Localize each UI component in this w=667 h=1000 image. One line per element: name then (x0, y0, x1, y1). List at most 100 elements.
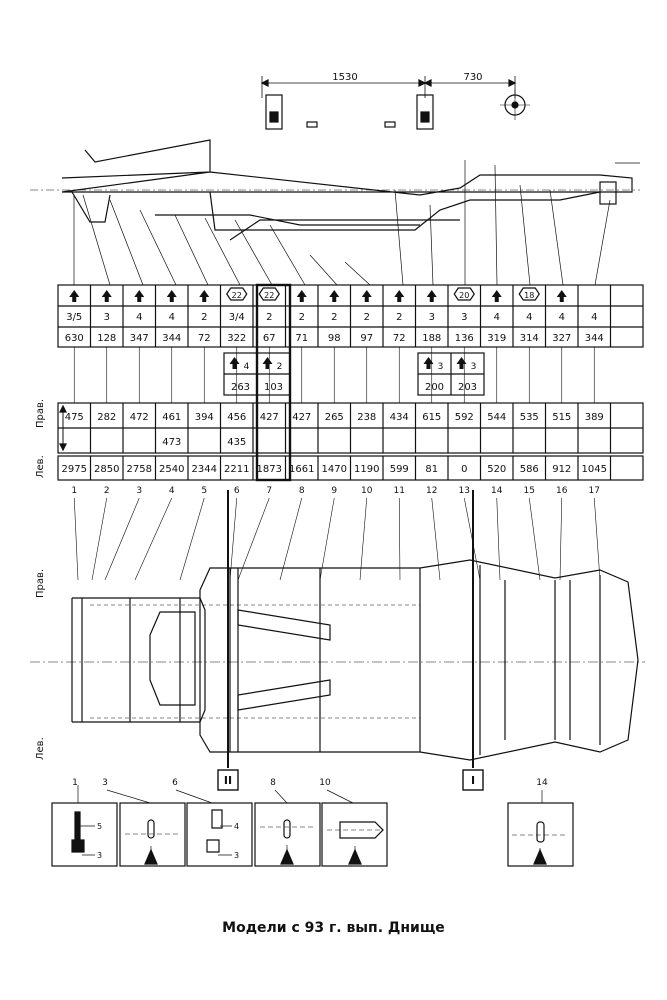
bottom-label-14: 14 (536, 778, 548, 788)
label-left-top: Лев. (35, 455, 46, 478)
point-right-value: 475 (65, 412, 84, 423)
dim-730: 730 (463, 72, 482, 83)
point-left-value: 2850 (94, 464, 119, 475)
callout-5: 5 (97, 822, 102, 831)
point-mid-value: 4 (526, 312, 532, 323)
plan-view (30, 490, 645, 768)
point-mid-value: 4 (169, 312, 175, 323)
point-number: 6 (234, 486, 240, 496)
top-dimension-labels: 1530 730 (332, 72, 482, 83)
arrow-up-icon (296, 290, 307, 302)
point-mid-value: 3/5 (66, 312, 82, 323)
point-left-value: 586 (520, 464, 539, 475)
arrow-up-icon (166, 290, 177, 302)
point-symbol: 20 (459, 291, 469, 300)
callout-4: 4 (234, 822, 239, 831)
point-number: 12 (426, 486, 437, 496)
point-mid-value: 3 (429, 312, 435, 323)
point-left-value: 520 (487, 464, 506, 475)
point-right-value: 434 (390, 412, 409, 423)
point-low-value: 67 (263, 333, 276, 344)
side-labels: Прав. Лев. Прав. Лев. (35, 399, 46, 760)
arrow-up-icon (556, 290, 567, 302)
point-left-value: 2758 (127, 464, 152, 475)
bottom-label-6: 6 (172, 778, 178, 788)
section-markers (217, 769, 484, 791)
point-low-value: 314 (520, 333, 539, 344)
bottom-label-10: 10 (319, 778, 331, 788)
point-mid-value: 2 (266, 312, 272, 323)
point-right-value: 544 (487, 412, 506, 423)
extra-cell-value: 203 (458, 382, 477, 393)
point-right-value: 394 (195, 412, 214, 423)
point-left-value: 2540 (159, 464, 184, 475)
arrow-up-icon (199, 290, 210, 302)
side-profile (30, 139, 640, 241)
arrow-up-icon (423, 357, 434, 369)
point-number: 5 (201, 486, 207, 496)
point-right-value: 472 (130, 412, 149, 423)
extra-cell-value: 200 (425, 382, 444, 393)
point-mid-value: 2 (201, 312, 207, 323)
point-mid-value: 3/4 (229, 312, 245, 323)
point-symbol: 22 (264, 291, 274, 300)
point-right-value: 427 (260, 412, 279, 423)
page-caption: Модели с 93 г. вып. Днище (222, 920, 445, 936)
point-number: 16 (556, 486, 568, 496)
point-mid-value: 2 (331, 312, 337, 323)
extra-cell-value: 263 (231, 382, 250, 393)
point-low-value: 630 (65, 333, 84, 344)
detail-callout-labels: 5 3 4 3 (97, 822, 239, 860)
point-left-value: 912 (552, 464, 571, 475)
arrow-up-icon (394, 290, 405, 302)
point-low-value: 98 (328, 333, 341, 344)
point-right-extra: 435 (227, 437, 246, 448)
point-number: 1 (71, 486, 77, 496)
point-left-value: 2344 (192, 464, 217, 475)
section-marker-labels: II I (224, 774, 475, 787)
point-number: 14 (491, 486, 503, 496)
point-number: 10 (361, 486, 373, 496)
bottom-label-8: 8 (270, 778, 276, 788)
label-right-plan: Прав. (35, 569, 46, 598)
point-low-value: 136 (455, 333, 474, 344)
point-right-value: 515 (552, 412, 571, 423)
point-right-value: 535 (520, 412, 539, 423)
bottom-label-1: 1 (72, 778, 78, 788)
point-right-value: 427 (292, 412, 311, 423)
point-left-value: 1470 (322, 464, 347, 475)
leader-lines-top (73, 160, 611, 286)
point-low-value: 344 (585, 333, 604, 344)
point-left-value: 81 (425, 464, 438, 475)
arrow-up-icon (69, 290, 80, 302)
point-number: 11 (394, 486, 405, 496)
arrow-up-icon (329, 290, 340, 302)
point-right-extra: 473 (162, 437, 181, 448)
point-left-value: 1873 (257, 464, 282, 475)
point-number: 2 (104, 486, 110, 496)
point-low-value: 344 (162, 333, 181, 344)
point-mid-value: 4 (559, 312, 565, 323)
point-low-value: 72 (198, 333, 211, 344)
point-number: 17 (589, 486, 600, 496)
point-column: 2 72 394 2344 5 (192, 290, 217, 496)
hex-size-icon (226, 287, 248, 301)
point-number: 7 (266, 486, 272, 496)
point-right-value: 592 (455, 412, 474, 423)
point-left-value: 2211 (224, 464, 249, 475)
arrow-up-icon (361, 290, 372, 302)
arrow-up-icon (229, 357, 240, 369)
